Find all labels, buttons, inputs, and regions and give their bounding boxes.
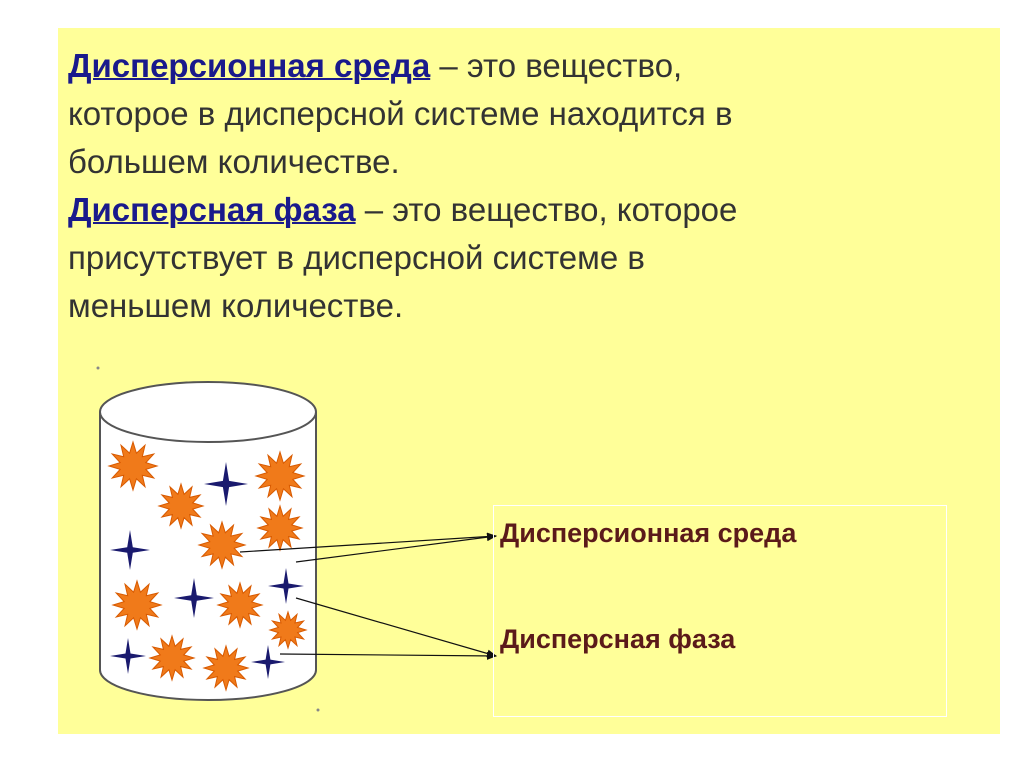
definitions-text: Дисперсионная среда – это вещество, кото… (68, 42, 968, 330)
phase-definition: Дисперсная фаза – это вещество, которое (68, 186, 968, 234)
phase-term: Дисперсная фаза (68, 191, 356, 228)
medium-text-1: – это вещество, (430, 47, 683, 84)
orange-star-particle (254, 450, 306, 502)
phase-text-2: присутствует в дисперсной системе в (68, 239, 645, 276)
labels-box (493, 505, 947, 717)
arrow-medium (239, 532, 497, 553)
orange-star-particle (148, 634, 196, 682)
navy-star-particle (268, 568, 304, 604)
phase-text-3: меньшем количестве. (68, 287, 404, 324)
orange-star-particle (107, 440, 159, 492)
orange-star-particle (111, 579, 163, 631)
orange-star-particle (216, 581, 264, 629)
navy-star-particle (174, 578, 214, 618)
navy-star-particle (110, 530, 150, 570)
orange-star-particle (268, 610, 308, 650)
orange-star-particle (197, 520, 247, 570)
arrow-medium (295, 533, 497, 563)
arrow-phase (295, 597, 497, 658)
cylinder-top (99, 381, 317, 443)
orange-star-particle (202, 644, 250, 692)
dot-mark (96, 366, 100, 370)
label-dispersion-medium: Дисперсионная среда (500, 518, 797, 548)
medium-term: Дисперсионная среда (68, 47, 431, 84)
label-dispersed-phase: Дисперсная фаза (500, 624, 736, 654)
medium-text-3: большем количестве. (68, 143, 400, 180)
dot-mark (316, 708, 320, 712)
arrow-phase (279, 651, 497, 660)
navy-star-particle (251, 645, 285, 679)
navy-star-particle (204, 462, 248, 506)
navy-star-particle (110, 638, 146, 674)
orange-star-particle (157, 482, 205, 530)
medium-text-2: которое в дисперсной системе находится в (68, 95, 733, 132)
particles (107, 440, 308, 692)
cylinder-body (99, 412, 317, 701)
phase-text-1: – это вещество, которое (355, 191, 738, 228)
medium-definition: Дисперсионная среда – это вещество, (68, 42, 968, 90)
